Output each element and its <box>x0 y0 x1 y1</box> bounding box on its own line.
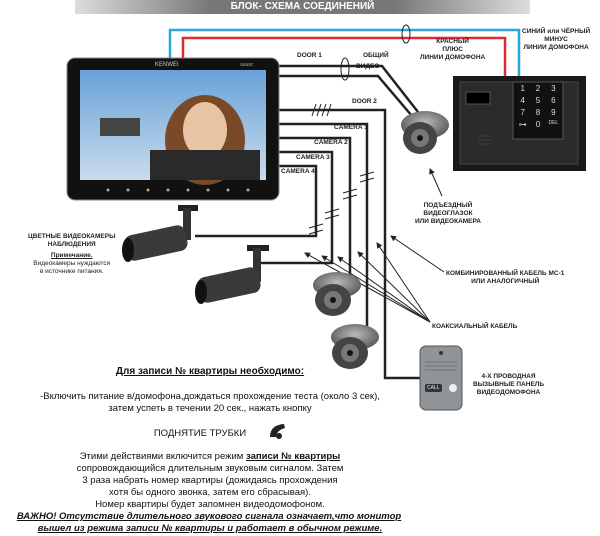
instructions-line: Номер квартиры будет запомнен видеодомоф… <box>95 499 325 510</box>
camera3-wire <box>255 150 334 265</box>
key[interactable]: 6 <box>551 96 556 105</box>
key[interactable]: 5 <box>535 96 541 105</box>
instructions-step1-line2: затем успеть в течении 20 сек., нажать к… <box>108 403 312 414</box>
key[interactable]: 1 <box>520 84 525 93</box>
common-label: ОБЩИЙ <box>363 52 389 59</box>
label-line: ВИДЕОГЛАЗОК <box>423 210 473 217</box>
camera4-wire <box>195 164 318 238</box>
key[interactable]: 3 <box>551 84 556 93</box>
label-line: ПОДЪЕЗДНЫЙ <box>423 202 473 209</box>
label-line: ИЛИ АНАЛОГИЧНЫЙ <box>471 278 540 285</box>
keypad: 1 2 3 4 5 6 7 8 9 ⊶ 0 DEL <box>515 84 561 129</box>
camera4-label: CAMERA 4 <box>281 168 315 175</box>
door2-label: DOOR 2 <box>352 98 377 105</box>
key[interactable]: 2 <box>535 84 541 93</box>
text-emphasis: записи № квартиры <box>245 451 341 462</box>
key[interactable]: 9 <box>551 108 556 117</box>
instructions-paragraph: Этими действиями включится режим записи … <box>0 451 420 463</box>
instructions-step1-line1: -Включить питание в/домофона,дождаться п… <box>40 391 380 402</box>
camera2-wire <box>278 136 352 280</box>
dome-camera-2 <box>331 324 379 369</box>
blue-minus-line <box>168 28 521 78</box>
bullet-camera-2 <box>195 245 269 304</box>
entry-panel <box>453 76 586 171</box>
label-line: ВЫЗЫВНЫЕ ПАНЕЛЬ <box>473 381 545 388</box>
key[interactable]: 0 <box>535 120 541 129</box>
label-line: КОМБИНИРОВАННЫЙ КАБЕЛЬ МС-1 <box>446 270 565 277</box>
instructions-heading: Для записи № квартиры необходимо: <box>115 366 305 377</box>
handset-icon <box>270 424 285 439</box>
key[interactable]: 4 <box>520 96 525 105</box>
pickup-button-label: ПОДНЯТИЕ ТРУБКИ <box>153 428 247 439</box>
instructions-line: 3 раза набрать номер квартиры (дожидаясь… <box>82 475 338 486</box>
video-label: ВИДЕО <box>356 63 380 70</box>
door1-video-wire <box>278 74 413 117</box>
warning-line2: вышел из режима записи № квартиры и рабо… <box>37 523 383 534</box>
video-intercom-monitor <box>66 57 280 201</box>
key[interactable]: DEL <box>548 120 559 126</box>
instructions-line: хотя бы одного звонка, затем его сбрасыв… <box>109 487 311 498</box>
coax-cable-label: КОАКСИАЛЬНЫЙ КАБЕЛЬ <box>432 323 518 330</box>
label-line: ИЛИ ВИДЕОКАМЕРА <box>415 218 481 225</box>
label-line: ЛИНИИ ДОМОФОНА <box>523 44 589 51</box>
camera3-label: CAMERA 3 <box>296 154 330 161</box>
door1-label: DOOR 1 <box>297 52 322 59</box>
call-button[interactable]: CALL <box>425 384 442 392</box>
camera1-label: CAMERA 1 <box>334 124 368 131</box>
monitor-brand: KENWEI <box>155 62 179 68</box>
bullet-camera-1 <box>122 205 198 262</box>
door1-common-wire <box>278 64 419 113</box>
label-line: НАБЛЮДЕНИЯ <box>47 241 96 248</box>
key-icon[interactable]: ⊶ <box>518 120 527 129</box>
label-line: МИНУС <box>544 36 568 43</box>
door2-wire <box>278 108 420 380</box>
label-line: КРАСНЫЙ <box>436 38 469 45</box>
monitor-model: ааавс <box>240 62 254 68</box>
red-plus-line <box>181 36 507 78</box>
label-line: СИНИЙ или ЧЁРНЫЙ <box>522 28 591 35</box>
note-line: Видеокамеры нуждаются <box>33 260 111 267</box>
dome-camera-1 <box>313 272 361 316</box>
label-line: ЛИНИИ ДОМОФОНА <box>420 54 486 61</box>
key[interactable]: 8 <box>535 108 541 117</box>
instructions-line: сопровождающийся длительным звуковым сиг… <box>76 463 344 474</box>
label-line: ЦВЕТНЫЕ ВИДЕОКАМЕРЫ <box>28 233 116 240</box>
entrance-dome-camera <box>401 111 449 154</box>
warning-line1: ВАЖНО! Отсутствие длительного звукового … <box>16 511 402 522</box>
label-line: 4-Х ПРОВОДНАЯ <box>481 373 536 380</box>
key[interactable]: 7 <box>520 108 525 117</box>
label-line: ПЛЮС <box>442 46 463 53</box>
text: Этими действиями включится режим <box>79 451 246 462</box>
note-line: в источнике питания. <box>39 268 104 275</box>
diagram-title: БЛОК- СХЕМА СОЕДИНЕНИЙ <box>75 0 530 14</box>
note-title: Примечание. <box>50 252 93 259</box>
call-panel <box>419 345 463 411</box>
camera2-label: CAMERA 2 <box>314 139 348 146</box>
label-line: ВИДЕОДОМОФОНА <box>476 389 541 396</box>
camera1-wire <box>278 122 369 332</box>
